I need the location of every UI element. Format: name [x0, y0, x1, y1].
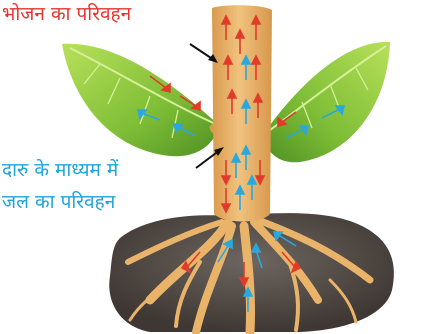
water-transport-label: दारु के माध्यम में जल का परिवहन — [2, 160, 118, 214]
water-transport-label-line1: दारु के माध्यम में — [2, 160, 118, 182]
water-transport-label-line2: जल का परिवहन — [2, 192, 118, 214]
food-transport-label: भोजन का परिवहन — [2, 4, 131, 26]
left-leaf — [62, 44, 220, 156]
right-leaf — [262, 42, 390, 162]
